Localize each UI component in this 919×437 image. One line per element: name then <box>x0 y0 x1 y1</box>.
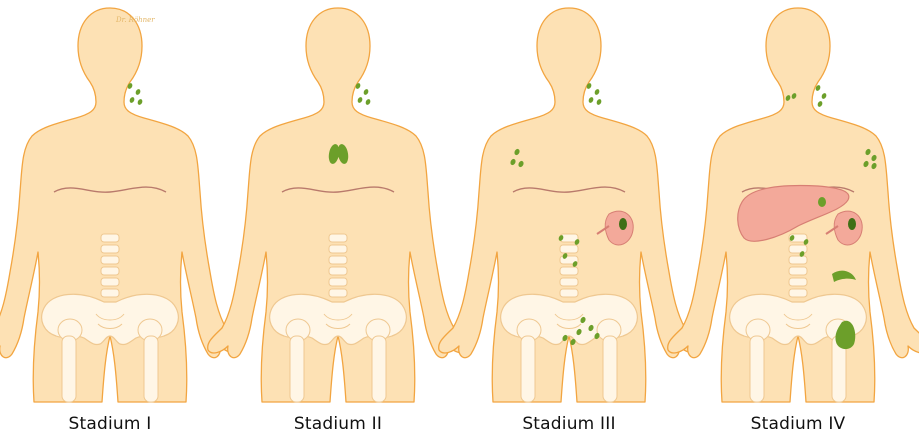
signature: Dr. Röhner <box>115 16 155 24</box>
vertebra <box>101 234 119 242</box>
figure-stadium-4 <box>668 8 919 402</box>
vertebra <box>101 289 119 297</box>
spleen-lesion <box>848 218 856 230</box>
vertebra <box>329 278 347 286</box>
vertebra <box>789 267 807 275</box>
vertebra <box>329 245 347 253</box>
body-silhouette <box>208 8 469 402</box>
vertebra <box>329 234 347 242</box>
vertebra <box>560 245 578 253</box>
lymph-node <box>594 88 600 95</box>
vertebra <box>789 245 807 253</box>
femur <box>603 336 617 402</box>
vertebra <box>789 278 807 286</box>
femur <box>62 336 76 402</box>
vertebra <box>101 256 119 264</box>
vertebra <box>329 267 347 275</box>
figure-stadium-1: Dr. Röhner <box>0 8 240 402</box>
lymph-node <box>365 98 371 105</box>
stage-3-caption: Stadium III <box>459 414 679 434</box>
lymph-node <box>588 96 594 103</box>
stage-2-caption: Stadium II <box>228 414 448 434</box>
lymph-node <box>363 88 369 95</box>
vertebra <box>101 245 119 253</box>
femur <box>750 336 764 402</box>
femur <box>372 336 386 402</box>
vertebra <box>101 278 119 286</box>
lymph-node <box>596 98 602 105</box>
liver-lesion <box>818 197 826 207</box>
lymph-node <box>129 96 135 103</box>
femur <box>290 336 304 402</box>
vertebra <box>789 256 807 264</box>
femur <box>144 336 158 402</box>
vertebra <box>560 278 578 286</box>
lymph-node <box>357 96 363 103</box>
vertebra <box>789 289 807 297</box>
lymph-node <box>821 92 827 99</box>
femur <box>521 336 535 402</box>
stage-4-caption: Stadium IV <box>688 414 908 434</box>
vertebra <box>560 267 578 275</box>
spleen-lesion <box>619 218 627 230</box>
spleen <box>605 211 633 245</box>
spleen <box>834 211 862 245</box>
lymph-node <box>817 100 823 107</box>
figure-stadium-3 <box>439 8 700 402</box>
figure-stadium-2 <box>208 8 469 402</box>
vertebra <box>560 289 578 297</box>
vertebra <box>329 289 347 297</box>
lymph-node <box>135 88 141 95</box>
vertebra <box>329 256 347 264</box>
body-silhouette <box>439 8 700 402</box>
stage-1-caption: Stadium I <box>0 414 220 434</box>
vertebra <box>101 267 119 275</box>
lymph-node <box>137 98 143 105</box>
